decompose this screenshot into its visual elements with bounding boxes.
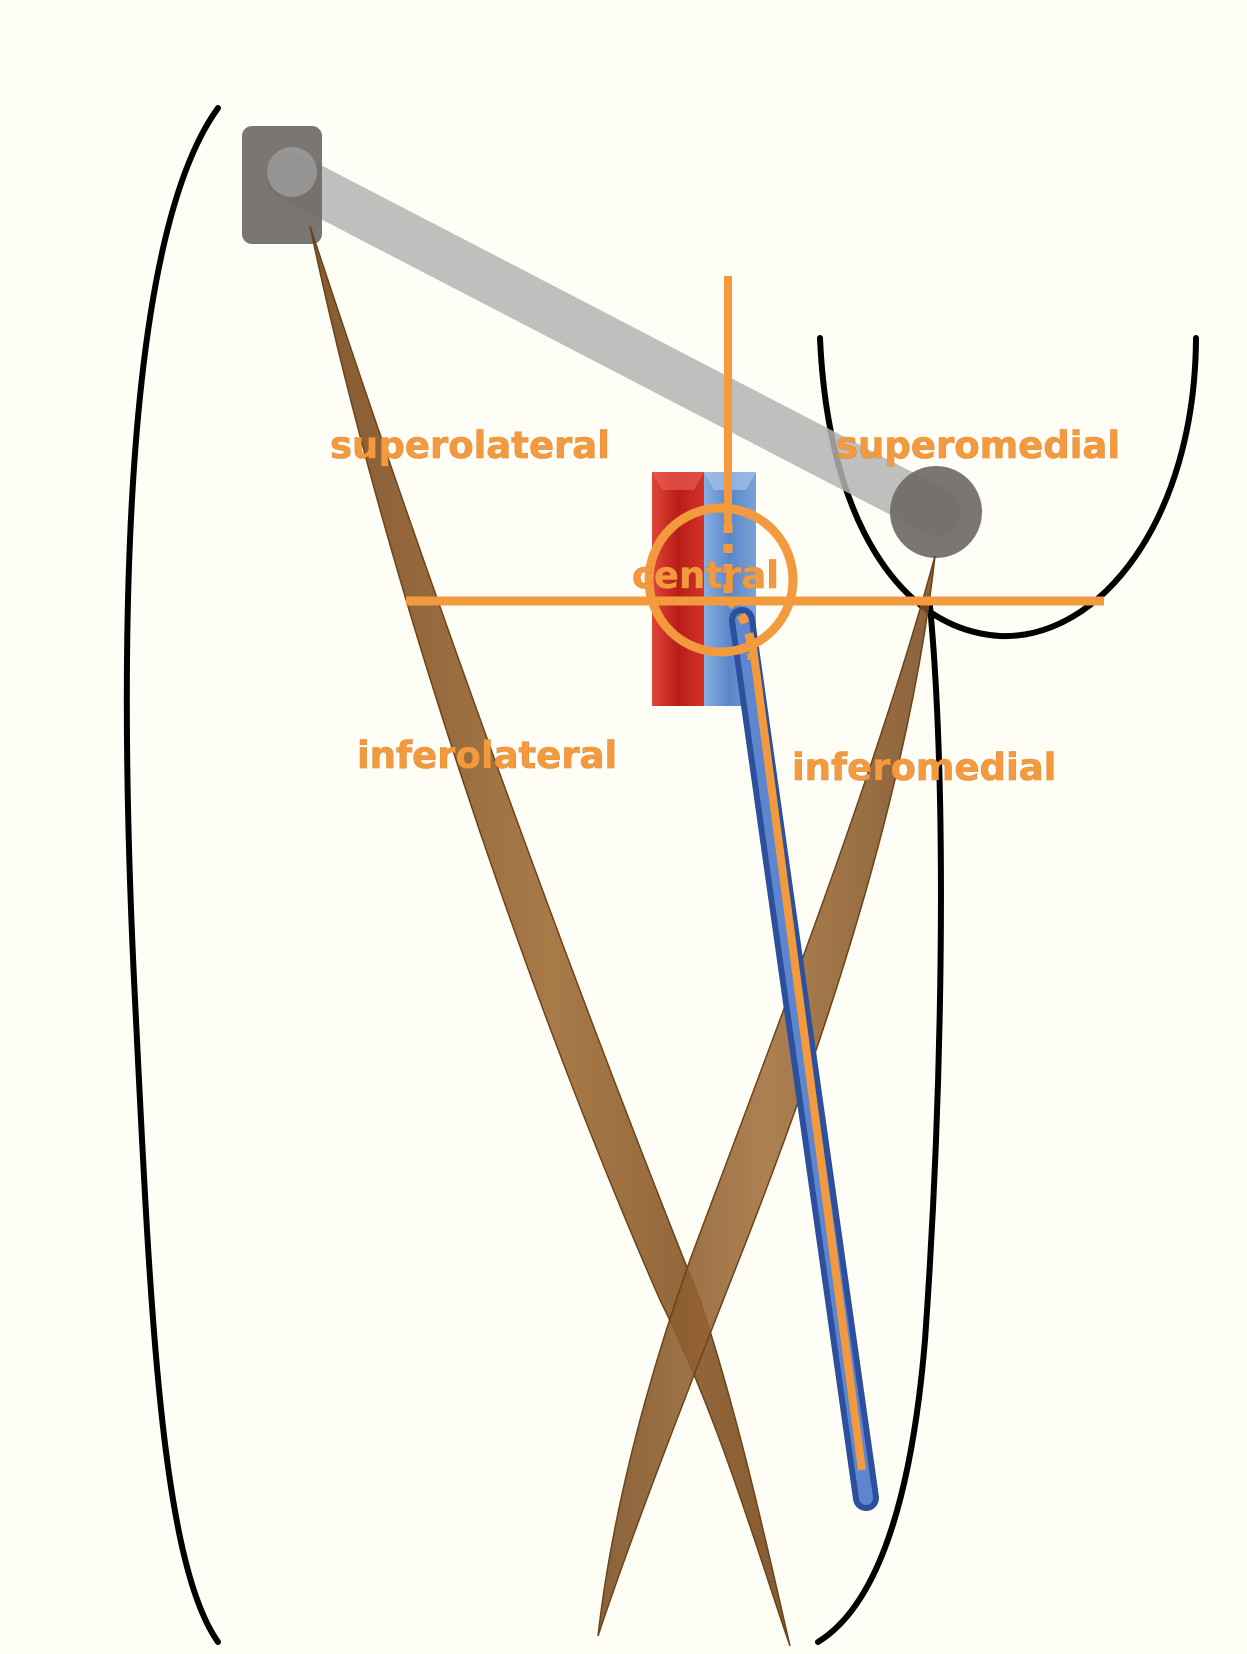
square-anchor-inner-dot xyxy=(267,147,317,197)
label-superolateral: superolateral xyxy=(330,424,610,467)
label-inferolateral: inferolateral xyxy=(357,734,617,777)
round-anchor xyxy=(890,466,982,558)
label-central: central xyxy=(632,554,779,597)
label-superomedial: superomedial xyxy=(836,424,1120,467)
label-inferomedial: inferomedial xyxy=(792,746,1056,789)
